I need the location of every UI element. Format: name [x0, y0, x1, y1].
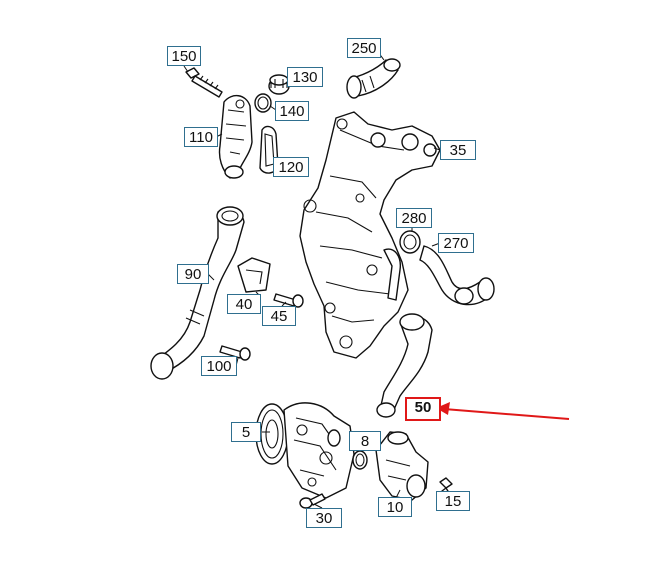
callout-40: 40: [227, 294, 261, 314]
bolt-150: [185, 67, 223, 98]
bolt-30: [299, 493, 326, 509]
ring-280: [399, 230, 421, 254]
thermostat-housing-10: [375, 431, 429, 501]
callout-130: 130: [287, 67, 323, 87]
bolt-45: [273, 293, 304, 308]
cap-130: [268, 74, 290, 95]
hose-50: [376, 313, 433, 418]
callout-30: 30: [306, 508, 342, 528]
callout-45: 45: [262, 306, 296, 326]
callout-5: 5: [231, 422, 261, 442]
callout-120: 120: [273, 157, 309, 177]
water-pump-5: [255, 402, 355, 499]
bolt-100: [219, 345, 251, 361]
callout-280: 280: [396, 208, 432, 228]
o-ring-8: [352, 450, 368, 470]
callout-150: 150: [167, 46, 201, 66]
coolant-housing-35: [299, 111, 441, 359]
callout-110: 110: [184, 127, 218, 147]
pointer-arrow: [436, 402, 570, 420]
hose-250: [346, 58, 401, 99]
callout-140: 140: [275, 101, 309, 121]
bracket-40: [237, 257, 271, 293]
hose-270: [419, 245, 495, 306]
housing-110: [218, 95, 253, 179]
callout-10: 10: [378, 497, 412, 517]
callout-270: 270: [438, 233, 474, 253]
hose-90: [150, 206, 245, 380]
callout-8: 8: [349, 431, 381, 451]
callout-250: 250: [347, 38, 381, 58]
o-ring-140: [254, 93, 272, 113]
callout-100: 100: [201, 356, 237, 376]
callout-15: 15: [436, 491, 470, 511]
callout-50: 50: [405, 397, 441, 421]
callout-90: 90: [177, 264, 209, 284]
callout-35: 35: [440, 140, 476, 160]
